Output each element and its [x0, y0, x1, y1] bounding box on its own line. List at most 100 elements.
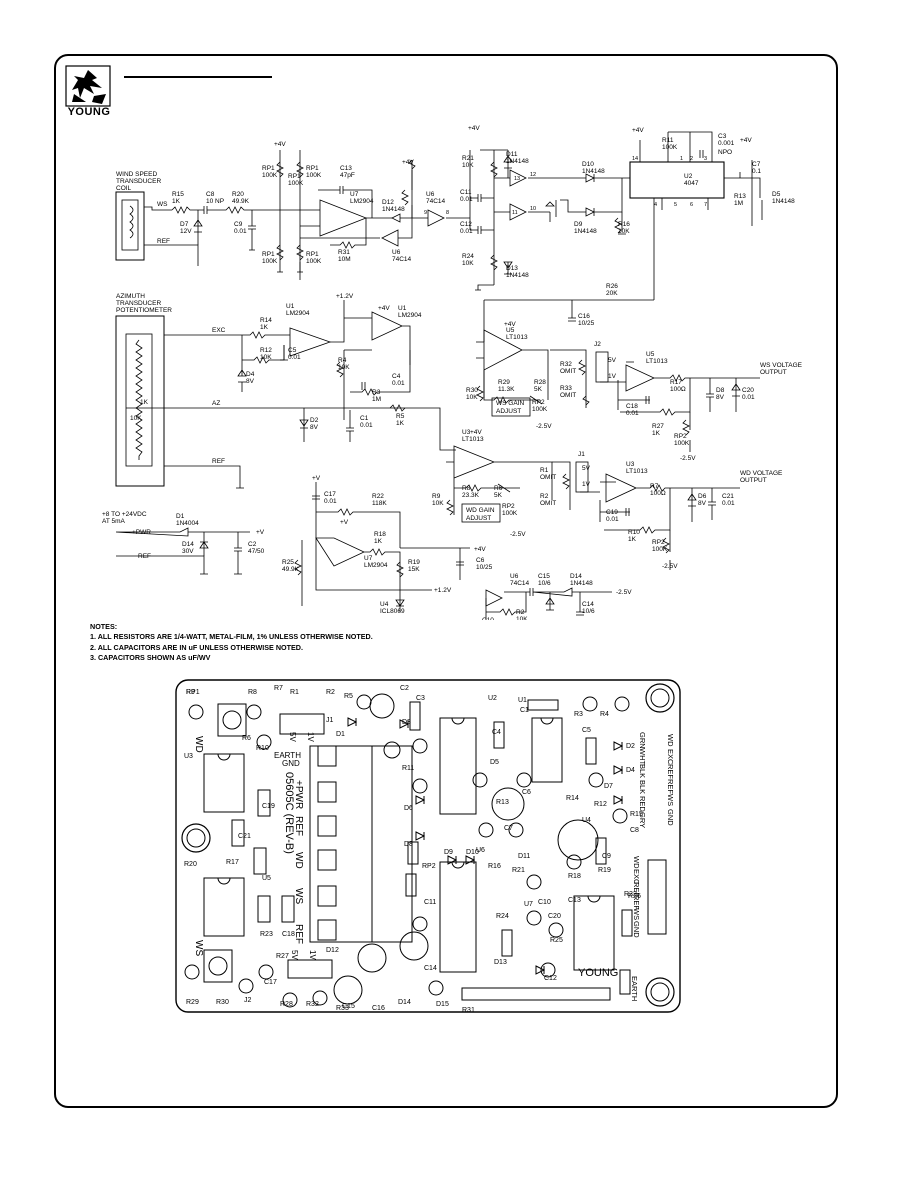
az-input-block: [115, 300, 456, 489]
part-value: 47pF: [340, 172, 355, 179]
part-value: 10K: [338, 364, 350, 371]
ic-notch: [217, 877, 231, 885]
part-value: 10M: [338, 256, 351, 263]
notes-heading: NOTES:: [90, 622, 118, 631]
resistor-pad: [258, 964, 274, 980]
part-ref: C12: [460, 221, 472, 228]
diode: [535, 965, 546, 975]
pcb-wire-color: BLK: [638, 780, 647, 794]
part-value: LT1013: [646, 358, 668, 365]
pcb-ref-label: R5: [344, 693, 353, 700]
resistor-pad: [478, 822, 494, 838]
part-ref: R14: [260, 317, 272, 324]
part-ref: U2: [684, 173, 693, 180]
part-ref: C8: [206, 191, 215, 198]
pcb-ref-label: RP2: [422, 863, 436, 870]
part-ref: U3: [462, 429, 471, 436]
part-ref: C3: [718, 133, 727, 140]
part-ref: C7: [752, 161, 761, 168]
net-4v: +4V: [504, 321, 516, 328]
pcb-ref-label: RP1: [186, 689, 200, 696]
net-neg: -2.5V: [662, 563, 678, 570]
part-value: 47/50: [248, 548, 265, 555]
pcb-edge-wire-label: WS: [666, 794, 675, 806]
part-ref: D6: [698, 493, 707, 500]
part-ref: RP1: [288, 173, 301, 180]
pcb-ref-label: R13: [496, 799, 509, 806]
pcb-ref-label: C3: [416, 695, 425, 702]
part-ref: C20: [742, 387, 754, 394]
part-ref: R15: [172, 191, 184, 198]
ic-notch: [587, 895, 601, 903]
pcb-text: 05605C (REV-B)YOUNGWDWSEARTHGND+PWRREFWD…: [184, 685, 675, 1014]
diode: [613, 741, 624, 751]
pcb-ref-label: D1: [336, 731, 345, 738]
part-value: 30V: [182, 548, 194, 555]
part-ref: R30: [466, 387, 478, 394]
part-ref: C4: [392, 373, 401, 380]
pcb-ref-label: D3: [402, 719, 411, 726]
part-value: 100K: [288, 180, 304, 187]
part-value: OMIT: [560, 392, 576, 399]
circuit-schematic: WIND SPEEDTRANSDUCERCOILWSREF+4V+4V+4V+4…: [102, 125, 803, 620]
resistor-pad: [588, 772, 604, 788]
part-value: 74C14: [392, 256, 412, 263]
pcb-earth-edge: EARTH: [630, 976, 639, 1001]
part-value: LM2904: [398, 312, 422, 319]
pcb-p1-label: REF: [632, 882, 641, 897]
diode: [613, 765, 624, 775]
pcb-edge-wire-label: REF: [666, 779, 675, 794]
part-value: 0.01: [722, 500, 735, 507]
part-ref: RP1: [262, 251, 275, 258]
part-ref: D14: [570, 573, 582, 580]
ic-package: [203, 753, 245, 813]
pcb-ref-label: C18: [282, 931, 295, 938]
part-value: 8V: [716, 394, 725, 401]
net-1v2: +1.2V: [336, 293, 354, 300]
part-value: 5K: [534, 386, 543, 393]
title-underline: [124, 76, 272, 78]
pcb-ref-label: D14: [398, 999, 411, 1006]
part-ref: D5: [772, 191, 781, 198]
pcb-jumper-5v: 5V: [288, 732, 297, 742]
supply-label: AT 5mA: [102, 518, 126, 525]
part-value: 10/25: [476, 564, 493, 571]
part-ref: R24: [462, 253, 474, 260]
part-value: 15K: [408, 566, 420, 573]
mounting-hole-inner: [650, 688, 670, 708]
pcb-p1-label: WD: [632, 856, 641, 869]
ws-gain-label: WS GAIN: [496, 400, 524, 407]
part-ref: R22: [372, 493, 384, 500]
jumper-option: 1V: [582, 481, 591, 488]
part-ref: U5: [646, 351, 655, 358]
pcb-ref-label: C9: [602, 853, 611, 860]
pcb-terminal-label: WD: [293, 852, 304, 869]
part-value: 100K: [262, 258, 278, 265]
net-neg: -2.5V: [510, 531, 526, 538]
pcb-jumper-1v: 1V: [306, 732, 315, 742]
part-ref: R21: [462, 155, 474, 162]
net-ref: REF: [212, 458, 225, 465]
resistor-pad: [246, 704, 262, 720]
resistor-pad: [184, 964, 200, 980]
resistor-pad: [612, 808, 628, 824]
pin-number: 3: [704, 156, 707, 162]
pcb-ref-label: D11: [518, 853, 530, 860]
resistor-pad: [472, 772, 488, 788]
part-value: 1K: [628, 536, 637, 543]
part-value: 10K: [516, 616, 528, 620]
resistor-pad: [412, 916, 428, 932]
resistor-pad: [566, 854, 582, 870]
pcb-ref-label: U4: [582, 817, 591, 824]
part-ref: U6: [510, 573, 519, 580]
pcb-ref-label: C7: [504, 825, 513, 832]
pcb-ref-label: C20: [548, 913, 561, 920]
resistor-pad: [582, 696, 598, 712]
part-ref: R2: [516, 609, 525, 616]
part-ref: D12: [382, 199, 394, 206]
wd-gain-label: ADJUST: [466, 515, 491, 522]
capacitor-pad: [231, 819, 245, 847]
part-value: 10K: [260, 354, 272, 361]
pot-label: AZIMUTH: [116, 293, 145, 300]
pcb-ref-label: R8: [248, 689, 257, 696]
